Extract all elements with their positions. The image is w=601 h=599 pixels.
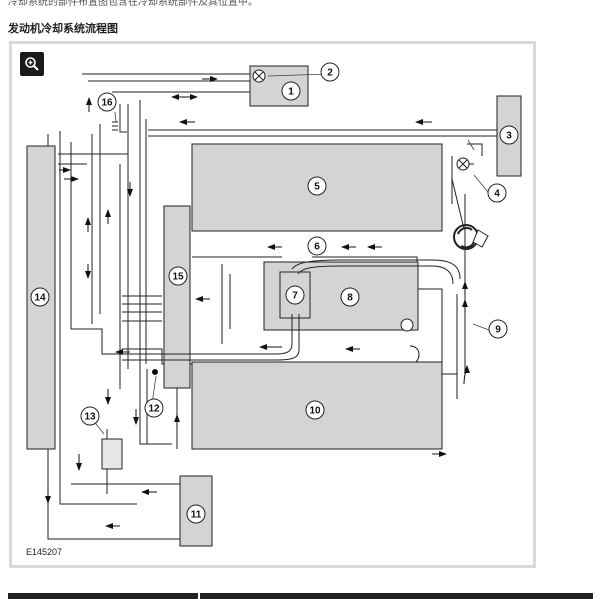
callout-3-text: 3 [506, 131, 512, 142]
callout-8-circle [340, 287, 360, 307]
magnify-plus-icon [25, 57, 39, 71]
callout-12-text: 12 [148, 404, 160, 415]
callout-7-circle [285, 285, 305, 305]
callout-4-circle [487, 183, 507, 203]
callout-13: 13 [80, 406, 100, 426]
table-header-bar [8, 593, 593, 599]
callout-13-circle [80, 406, 100, 426]
callout-5: 5 [307, 176, 327, 196]
callout-6-circle [307, 236, 327, 256]
callout-11-text: 11 [191, 510, 202, 521]
callout-16-circle [97, 92, 117, 112]
callout-16-text: 16 [101, 98, 113, 109]
callout-9-circle [488, 319, 508, 339]
callout-10-circle [305, 400, 325, 420]
section-title: 发动机冷却系统流程图 [8, 22, 118, 35]
callout-4: 4 [487, 183, 507, 203]
callout-9-text: 9 [495, 325, 501, 336]
callout-15-circle [168, 266, 188, 286]
callout-1-circle [281, 81, 301, 101]
callout-6-text: 6 [314, 242, 320, 253]
callout-14: 14 [30, 287, 50, 307]
callout-12-circle [144, 398, 164, 418]
callout-15-text: 15 [172, 272, 184, 283]
zoom-button[interactable] [20, 52, 44, 76]
callout-2: 2 [320, 62, 340, 82]
callout-8-text: 8 [347, 293, 353, 304]
callout-8: 8 [340, 287, 360, 307]
cooling-system-diagram [26, 65, 522, 547]
page-intro-text: 冷却系统的部件布置图包含在冷却系统部件及其位置中。 [8, 0, 258, 8]
callout-14-text: 14 [34, 293, 46, 304]
callout-7: 7 [285, 285, 305, 305]
callout-3: 3 [499, 125, 519, 145]
callout-9: 9 [488, 319, 508, 339]
callout-2-circle [320, 62, 340, 82]
component-10-rect [191, 361, 443, 450]
callout-2-text: 2 [327, 68, 333, 79]
component-15-rect [163, 205, 191, 389]
callout-3-circle [499, 125, 519, 145]
callout-1-text: 1 [288, 87, 294, 98]
callout-14-circle [30, 287, 50, 307]
callout-16: 16 [97, 92, 117, 112]
callout-6: 6 [307, 236, 327, 256]
callout-11-circle [186, 504, 206, 524]
callout-10-text: 10 [309, 406, 321, 417]
callout-11: 11 [186, 504, 206, 524]
component-13-rect [101, 438, 123, 470]
callout-15: 15 [168, 266, 188, 286]
callout-10: 10 [305, 400, 325, 420]
callout-1: 1 [281, 81, 301, 101]
callout-13-text: 13 [84, 412, 96, 423]
callout-5-circle [307, 176, 327, 196]
figure-code: E145207 [26, 547, 63, 557]
callout-4-text: 4 [494, 189, 500, 200]
callout-7-text: 7 [292, 291, 298, 302]
callout-12: 12 [144, 398, 164, 418]
callout-5-text: 5 [314, 182, 320, 193]
